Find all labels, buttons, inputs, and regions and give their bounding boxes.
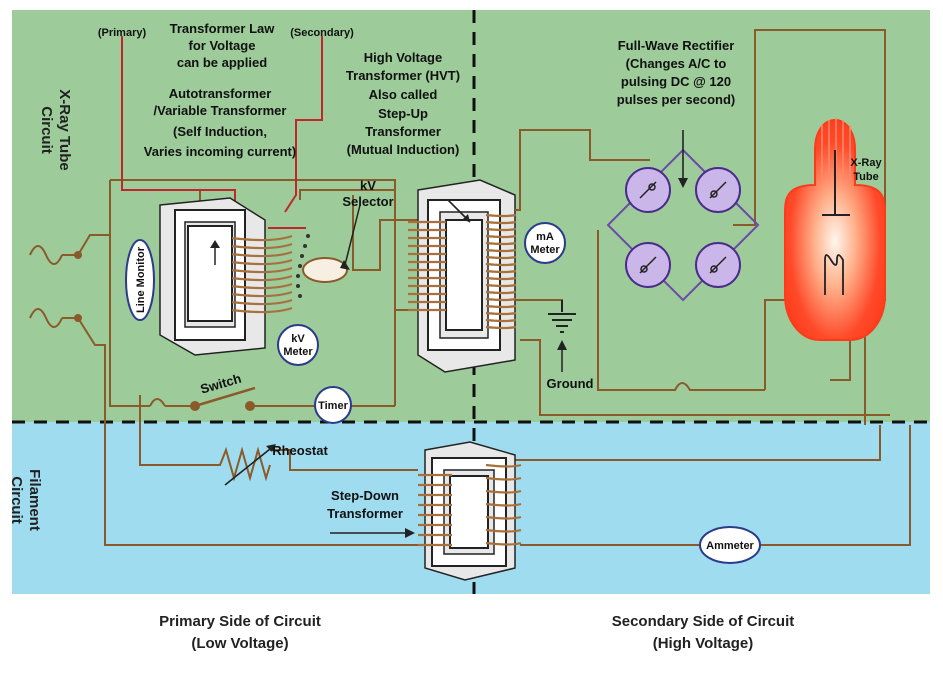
rheostat-icon	[215, 444, 276, 486]
filament-circuit-line2: Circuit	[8, 476, 25, 524]
xray-tube-circuit-title: X-Ray Tube Circuit	[38, 89, 73, 170]
kv-selector-icon	[302, 204, 361, 283]
secondary-side-title: Secondary Side of Circuit	[612, 613, 795, 630]
line-monitor-label: Line Monitor	[135, 246, 147, 313]
transformer-law-line2: for Voltage	[189, 38, 256, 53]
kv-selector-line1: kV	[360, 178, 376, 193]
hvt-line6: (Mutual Induction)	[347, 142, 460, 157]
timer-label: Timer	[318, 400, 348, 412]
xray-tube-icon	[784, 118, 886, 341]
autotransformer	[159, 197, 310, 356]
autotransformer-line2: /Variable Transformer	[154, 103, 287, 118]
primary-wiring	[77, 179, 418, 546]
filament-circuit-line1: Filament	[26, 469, 43, 531]
xray-tube-circuit-line2: Circuit	[38, 106, 55, 154]
secondary-side-subtitle: (High Voltage)	[653, 635, 754, 652]
diode-icon	[695, 167, 741, 213]
step-down-line2: Transformer	[327, 506, 403, 521]
step-down-line1: Step-Down	[331, 488, 399, 503]
filament-circuit-title: Filament Circuit	[8, 469, 43, 531]
full-wave-rectifier	[606, 130, 760, 302]
rectifier-line2: (Changes A/C to	[626, 56, 727, 71]
ammeter-label: Ammeter	[706, 540, 754, 552]
primary-side-title: Primary Side of Circuit	[159, 613, 321, 630]
transformer-law-line1: Transformer Law	[170, 21, 276, 36]
ma-meter-label-2: Meter	[530, 244, 560, 256]
switch-icon	[190, 386, 256, 411]
hvt-line2: Transformer (HVT)	[346, 68, 460, 83]
hvt-line4: Step-Up	[378, 106, 428, 121]
kv-selector-line2: Selector	[342, 194, 393, 209]
xray-tube-circuit-line1: X-Ray Tube	[56, 89, 73, 170]
xray-tube-label-2: Tube	[853, 171, 878, 183]
diode-icon	[695, 242, 741, 288]
kv-meter-label-2: Meter	[283, 346, 313, 358]
diode-icon	[625, 167, 671, 213]
rheostat-label: Rheostat	[272, 443, 328, 458]
kv-meter-label-1: kV	[291, 333, 305, 345]
ground-label: Ground	[547, 376, 594, 391]
autotransformer-line1: Autotransformer	[169, 86, 272, 101]
rectifier-line1: Full-Wave Rectifier	[618, 38, 735, 53]
ma-meter: mA Meter	[524, 222, 566, 264]
hvt-line3: Also called	[369, 87, 438, 102]
rectifier-line4: pulses per second)	[617, 92, 735, 107]
ground-icon	[548, 300, 576, 372]
kv-meter: kV Meter	[277, 324, 319, 366]
autotransformer-line3: (Self Induction,	[173, 124, 267, 139]
line-monitor-meter: Line Monitor	[125, 239, 155, 321]
high-voltage-transformer	[408, 179, 517, 373]
transformer-law-line3: can be applied	[177, 55, 267, 70]
primary-label: (Primary)	[98, 27, 147, 39]
ma-meter-label-1: mA	[536, 231, 554, 243]
xray-tube-label-1: X-Ray	[850, 157, 882, 169]
rectifier-line3: pulsing DC @ 120	[621, 74, 731, 89]
ammeter: Ammeter	[699, 526, 761, 564]
autotransformer-line4: Varies incoming current)	[144, 144, 296, 159]
secondary-label: (Secondary)	[290, 27, 354, 39]
diode-icon	[625, 242, 671, 288]
timer-meter: Timer	[314, 386, 352, 424]
step-down-transformer	[330, 441, 522, 581]
primary-side-subtitle: (Low Voltage)	[191, 635, 288, 652]
hvt-line5: Transformer	[365, 124, 441, 139]
hvt-line1: High Voltage	[364, 50, 442, 65]
